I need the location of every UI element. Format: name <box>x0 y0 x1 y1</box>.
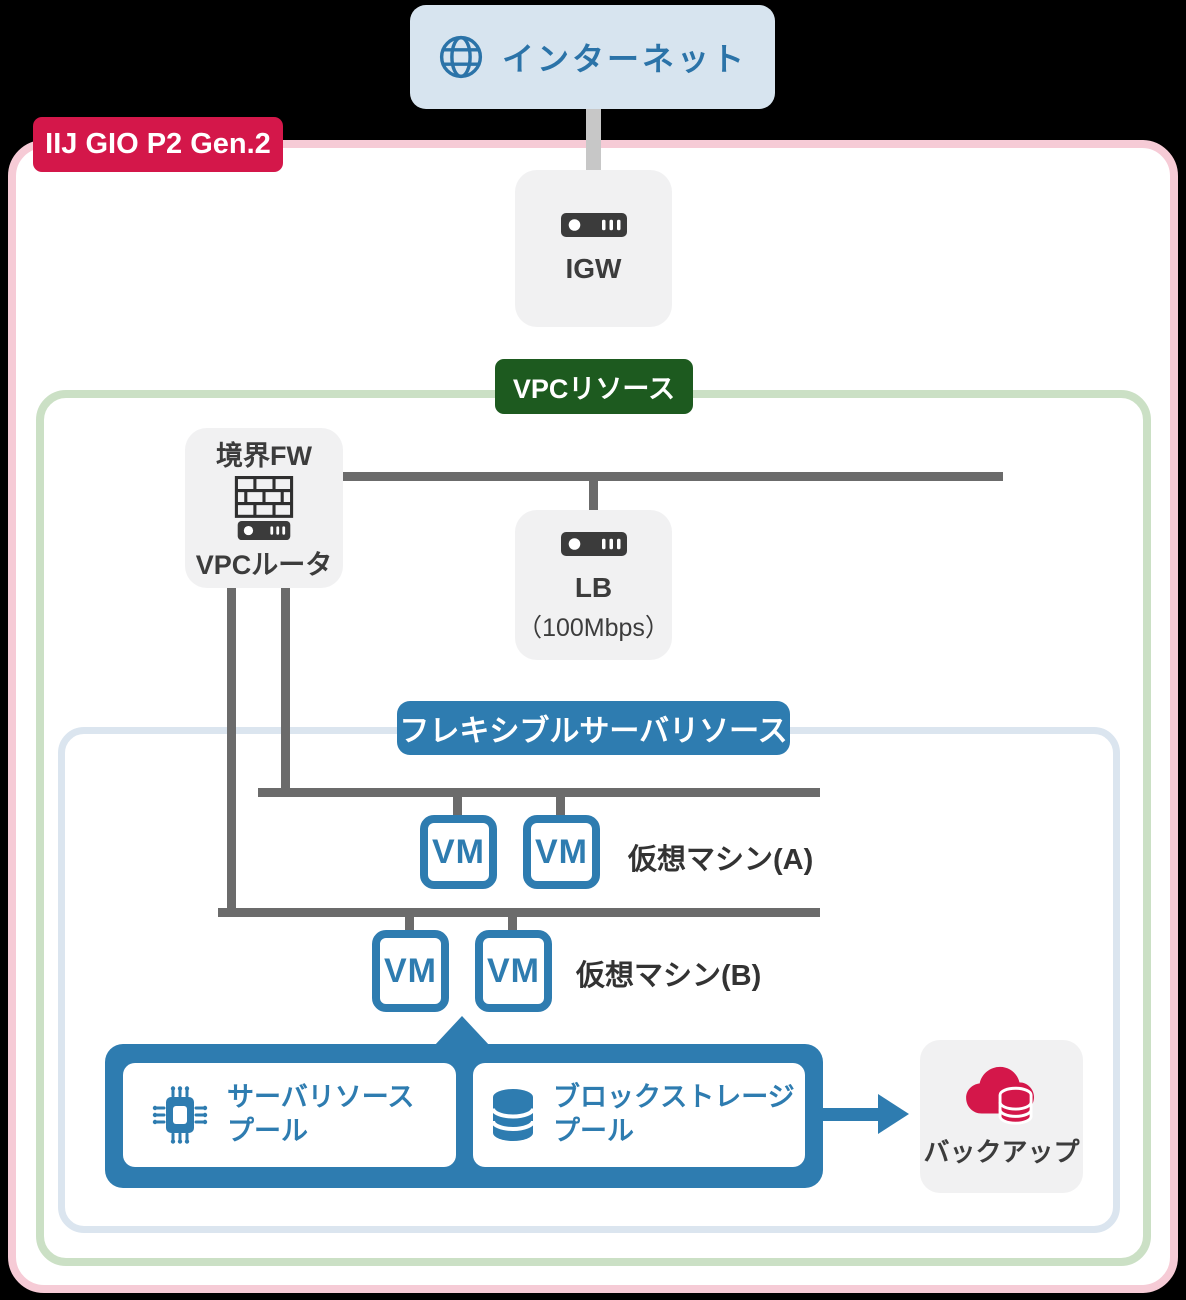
vm-a1-drop-line <box>453 797 462 817</box>
vpc-badge-label: VPCリソース <box>512 374 676 404</box>
resource-pool-container: サーバリソース プール ブロックストレージ プール <box>105 1044 823 1188</box>
lb-drop-line <box>589 481 598 512</box>
cpu-icon <box>152 1086 208 1144</box>
firewall-brick-icon <box>234 476 294 518</box>
block-storage-pool: ブロックストレージ プール <box>473 1063 805 1167</box>
flexible-server-badge: フレキシブルサーバリソース <box>397 701 790 755</box>
globe-icon <box>439 35 483 79</box>
vm-group-b-label: 仮想マシン(B) <box>576 960 762 992</box>
vpc-badge: VPCリソース <box>495 359 693 414</box>
server-pool-label: サーバリソース プール <box>227 1081 414 1149</box>
storage-pool-label-line1: ブロックストレージ <box>553 1082 795 1113</box>
backup-arrow-line <box>820 1108 880 1121</box>
router-drop-line-b <box>227 586 236 914</box>
cloud-backup-icon <box>965 1066 1034 1125</box>
vm-label: VM <box>432 832 485 871</box>
lb-node: LB （100Mbps） <box>515 510 672 660</box>
lb-bandwidth-label: （100Mbps） <box>517 614 670 642</box>
vpc-top-bus-line <box>340 472 1003 481</box>
platform-badge-label: IIJ GIO P2 Gen.2 <box>45 128 271 160</box>
vm-b1-drop-line <box>405 917 414 932</box>
vm-group-a-label: 仮想マシン(A) <box>628 844 814 876</box>
storage-pool-label: ブロックストレージ プール <box>553 1081 795 1149</box>
appliance-icon <box>560 532 627 556</box>
segment-b-bus-line <box>218 908 820 917</box>
flexible-server-badge-label: フレキシブルサーバリソース <box>399 715 788 748</box>
vm-a2: VM <box>523 815 600 889</box>
platform-badge: IIJ GIO P2 Gen.2 <box>33 117 283 172</box>
boundary-fw-label: 境界FW <box>216 441 312 471</box>
segment-a-bus-line <box>258 788 820 797</box>
backup-node: バックアップ <box>920 1040 1083 1193</box>
server-resource-pool: サーバリソース プール <box>123 1063 456 1167</box>
vm-b2: VM <box>475 930 552 1012</box>
boundary-fw-node: 境界FW VPCルータ <box>185 428 343 588</box>
backup-label: バックアップ <box>923 1137 1080 1167</box>
vpc-router-label: VPCルータ <box>195 550 333 580</box>
lb-label: LB <box>574 572 613 603</box>
backup-arrow-head <box>878 1094 909 1134</box>
pool-to-vm-arrow <box>434 1016 490 1046</box>
vm-a1: VM <box>420 815 497 889</box>
appliance-icon <box>237 520 291 540</box>
igw-label: IGW <box>565 252 622 284</box>
internet-label: インターネット <box>501 41 747 77</box>
storage-pool-label-line2: プール <box>553 1116 634 1146</box>
vm-label: VM <box>535 832 588 871</box>
internet-node: インターネット <box>410 5 775 109</box>
vm-label: VM <box>487 951 540 990</box>
appliance-icon <box>560 212 627 237</box>
server-pool-label-line2: プール <box>227 1116 308 1146</box>
vm-a2-drop-line <box>556 797 565 817</box>
vm-label: VM <box>384 951 437 990</box>
router-drop-line-a <box>281 586 290 794</box>
igw-node: IGW <box>515 170 672 327</box>
server-pool-label-line1: サーバリソース <box>227 1082 415 1113</box>
vm-b2-drop-line <box>508 917 517 932</box>
database-icon <box>491 1089 535 1141</box>
internet-igw-connector <box>586 108 601 172</box>
vm-b1: VM <box>372 930 449 1012</box>
